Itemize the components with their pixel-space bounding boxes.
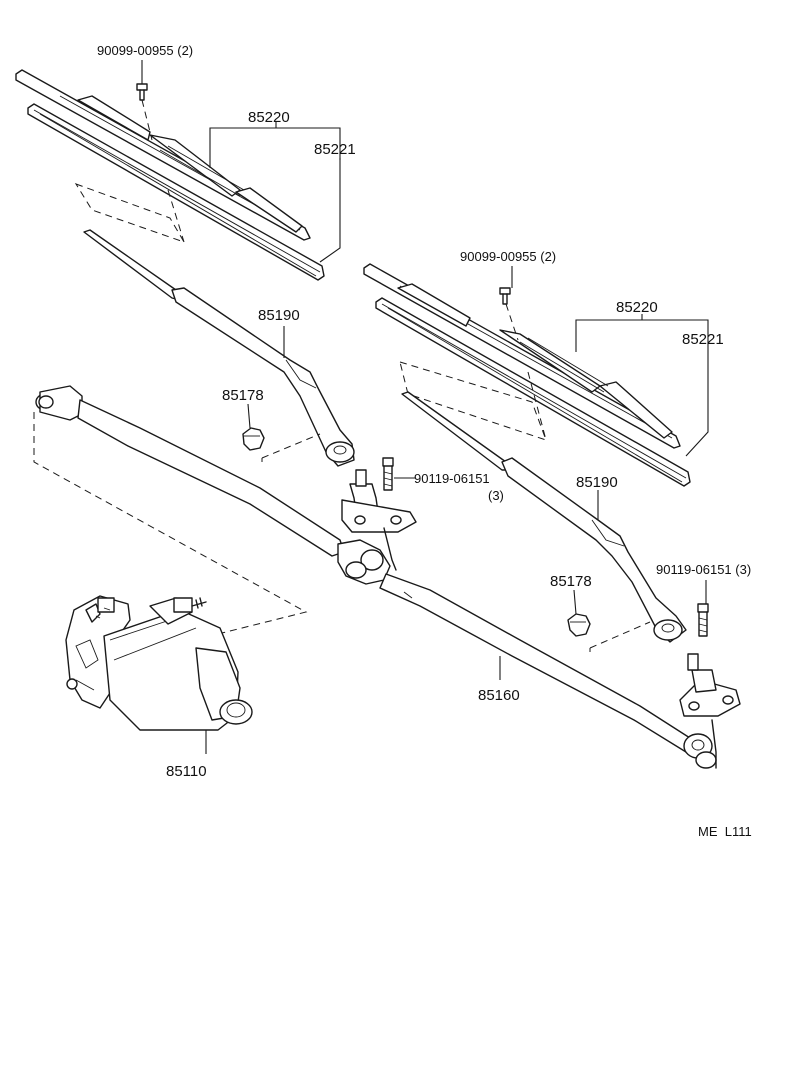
label-refill-left: 85221	[314, 141, 356, 158]
label-arm-right: 85190	[576, 474, 618, 491]
bolt-top-left[interactable]	[136, 83, 148, 101]
left-wiper-arm[interactable]	[83, 229, 355, 467]
right-pivot-bracket[interactable]	[679, 653, 741, 717]
wiper-motor[interactable]	[65, 595, 253, 731]
leader-lines	[141, 60, 709, 754]
label-bolt-center-qty: (3)	[488, 488, 504, 503]
label-motor: 85110	[166, 763, 207, 780]
right-wiper-blade[interactable]	[363, 263, 681, 449]
label-bolt-top-right: 90099-00955 (2)	[460, 249, 556, 264]
label-nut-right: 85178	[550, 573, 592, 590]
label-bolt-center: 90119-06151	[414, 471, 490, 486]
label-bolt-top-left: 90099-00955 (2)	[97, 43, 193, 58]
nut-right[interactable]	[567, 613, 591, 637]
label-blade-left: 85220	[248, 109, 290, 126]
wiper-link-rod[interactable]	[35, 385, 717, 769]
label-arm-left: 85190	[258, 307, 300, 324]
label-refill-right: 85221	[682, 331, 724, 348]
label-blade-right: 85220	[616, 299, 658, 316]
bolt-right[interactable]	[697, 603, 709, 637]
nut-left[interactable]	[242, 427, 265, 451]
right-wiper-refill[interactable]	[375, 297, 691, 487]
bolt-center[interactable]	[382, 457, 394, 491]
right-wiper-arm[interactable]	[401, 391, 687, 643]
label-nut-left: 85178	[222, 387, 264, 404]
left-wiper-blade[interactable]	[15, 69, 311, 241]
left-wiper-refill[interactable]	[27, 103, 325, 281]
label-bolt-right: 90119-06151 (3)	[656, 562, 751, 577]
bolt-top-right[interactable]	[499, 287, 511, 305]
reference-code: ME L111	[698, 824, 752, 839]
label-link: 85160	[478, 687, 520, 704]
